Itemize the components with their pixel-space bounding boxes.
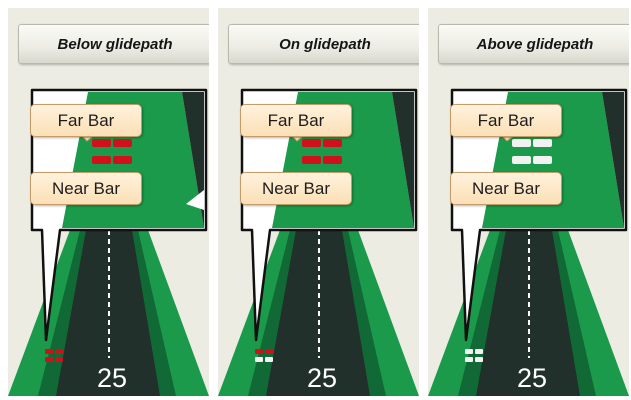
far-light-2 [323,139,342,147]
panel-title: Below glidepath [57,35,173,53]
near-bar-label-box: Near Bar [30,172,142,205]
far-light-1 [302,139,321,147]
far-light-1 [512,139,531,147]
near-bar-lights [45,349,63,362]
near-light-2 [475,349,483,354]
far-light-2 [533,139,552,147]
callout-number-fragment [186,190,204,210]
far-light-2 [113,139,132,147]
near-light-1 [465,349,473,354]
near-bar-lights [465,349,483,362]
near-bar-label: Near Bar [51,178,121,198]
far-bar-pointer [291,136,304,142]
near-light-4 [265,357,273,362]
near-light-1 [255,349,263,354]
panel-title-badge: On glidepath [228,24,419,64]
far-bar-lights [512,139,552,164]
far-bar-pointer [501,136,514,142]
far-bar-label: Far Bar [57,110,115,130]
far-bar-label-box: Far Bar [450,104,562,137]
near-light-1 [45,349,53,354]
runway-number: 25 [97,363,127,393]
far-bar-label: Far Bar [267,110,325,130]
near-light-2 [265,349,273,354]
panel-below-glidepath: 25 Below glidepath Far Bar Near Bar [8,8,209,396]
near-light-3 [45,357,53,362]
far-bar-label-box: Far Bar [30,104,142,137]
near-light-4 [55,357,63,362]
callout-runway-edge [392,92,414,228]
runway-number: 25 [307,363,337,393]
far-light-4 [533,156,552,164]
far-bar-label: Far Bar [477,110,535,130]
near-light-2 [55,349,63,354]
far-light-1 [92,139,111,147]
runway-number: 25 [517,363,547,393]
far-light-4 [323,156,342,164]
panel-on-glidepath: 25 On glidepath Far Bar Near Bar [218,8,419,396]
panel-title: On glidepath [279,35,371,53]
far-light-3 [512,156,531,164]
callout-runway-edge [602,92,624,228]
panel-title: Above glidepath [476,35,594,53]
far-light-3 [92,156,111,164]
near-bar-label-box: Near Bar [240,172,352,205]
near-bar-label: Near Bar [261,178,331,198]
far-light-3 [302,156,321,164]
near-bar-lights [255,349,273,362]
near-light-3 [255,357,263,362]
panel-title-badge: Above glidepath [438,24,629,64]
panel-title-badge: Below glidepath [18,24,209,64]
near-light-3 [465,357,473,362]
near-bar-label-box: Near Bar [450,172,562,205]
panel-above-glidepath: 25 Above glidepath Far Bar Near Bar [428,8,629,396]
far-bar-lights [302,139,342,164]
near-bar-label: Near Bar [471,178,541,198]
callout-runway-edge [182,92,204,228]
far-bar-label-box: Far Bar [240,104,352,137]
far-light-4 [113,156,132,164]
far-bar-lights [92,139,132,164]
near-light-4 [475,357,483,362]
far-bar-pointer [81,136,94,142]
